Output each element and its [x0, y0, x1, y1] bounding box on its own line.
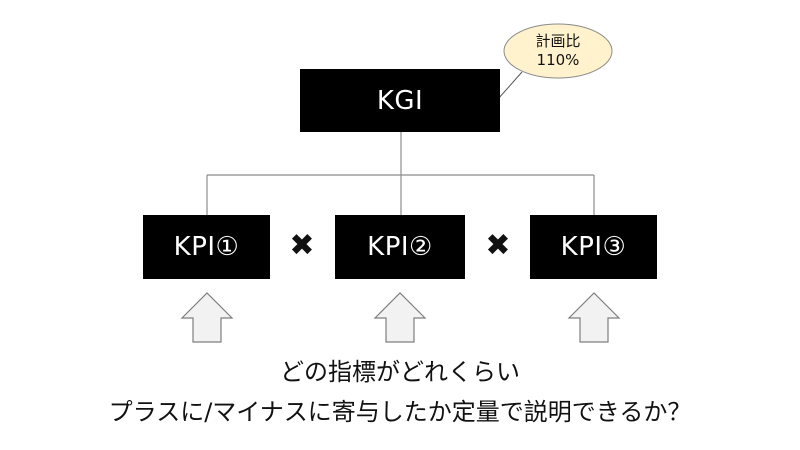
- callout-bubble: 計画比 110%: [504, 24, 612, 78]
- up-arrow-icon: [180, 292, 234, 343]
- multiply-icon: ✖: [485, 228, 511, 263]
- kpi-box-2: KPI②: [335, 215, 465, 279]
- caption-line-1: どの指標がどれくらい: [280, 358, 520, 386]
- kgi-box: KGI: [300, 69, 500, 132]
- multiply-icon: ✖: [289, 228, 315, 263]
- kpi-label-1: KPI①: [173, 232, 240, 262]
- kpi-box-1: KPI①: [143, 215, 270, 279]
- callout-bubble-fill: [503, 23, 613, 79]
- callout-line1: 計画比: [535, 32, 581, 50]
- kpi-box-3: KPI③: [530, 215, 657, 279]
- up-arrow-icon: [567, 292, 621, 343]
- callout-line2: 110%: [536, 51, 580, 69]
- kgi-label: KGI: [376, 85, 424, 116]
- caption-line-2: プラスに/マイナスに寄与したか定量で説明できるか？: [108, 398, 692, 426]
- kpi-label-3: KPI③: [560, 232, 627, 262]
- kpi-label-2: KPI②: [367, 232, 433, 262]
- callout-pointer: [497, 71, 523, 100]
- up-arrow-icon: [373, 292, 427, 343]
